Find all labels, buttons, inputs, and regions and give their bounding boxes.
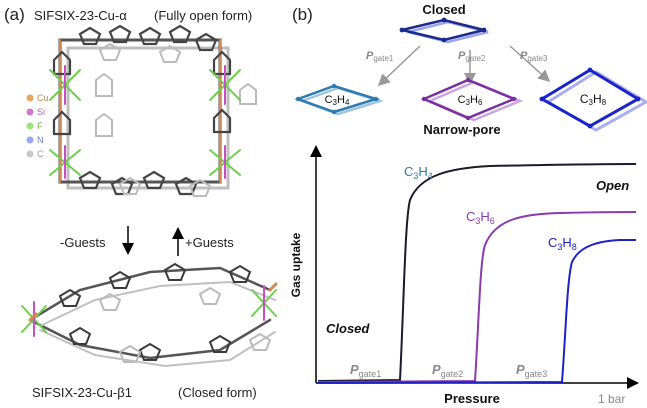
c3h4-box-label: C3H4 [325, 94, 350, 107]
closed-region-label: Closed [326, 321, 370, 336]
c3h4-curve-label: C3H4 [404, 164, 433, 181]
gate1-top-label: Pgate1 [366, 50, 394, 63]
open-region-label: Open [596, 178, 629, 193]
x-axis-label: Pressure [444, 391, 500, 406]
legend-dot-c [26, 150, 34, 158]
legend-label-c: C [37, 149, 44, 159]
gate3-plot-label: Pgate3 [516, 362, 547, 379]
top-structure-form: (Fully open form) [154, 8, 252, 23]
c3h8-curve-label: C3H8 [548, 235, 577, 252]
panel-a-label: (a) [4, 5, 25, 24]
c3h6-isotherm [317, 211, 637, 383]
c3h8-rhombus: C3H8 [539, 67, 647, 132]
legend-label-f: F [37, 121, 43, 131]
bottom-structure-title: SIFSIX-23-Cu-β1 [32, 385, 132, 400]
c3h4-rhombus: C3H4 [294, 83, 385, 116]
c3h6-rhombus: C3H6 [420, 77, 524, 122]
closed-rhombus [399, 17, 489, 44]
legend-dot-cu [26, 94, 34, 102]
legend-dot-f [26, 122, 34, 130]
legend-label-cu: Cu [37, 93, 49, 103]
c3h8-box-label: C3H8 [580, 92, 607, 107]
top-structure-title: SIFSIX-23-Cu-α [34, 8, 127, 23]
narrow-pore-title: Narrow-pore [423, 122, 500, 137]
element-legend: Cu Si F N C [26, 93, 49, 159]
remove-guests-label: -Guests [60, 235, 106, 250]
add-guests-label: +Guests [185, 235, 234, 250]
gate2-top-label: Pgate2 [458, 50, 486, 63]
legend-dot-si [26, 108, 34, 116]
panel-b-label: (b) [292, 5, 313, 24]
bottom-structure-form: (Closed form) [178, 385, 257, 400]
c3h6-box-label: C3H6 [458, 94, 483, 107]
y-axis-label: Gas uptake [289, 232, 303, 297]
c3h8-isotherm [317, 239, 636, 384]
gate1-arrow [377, 45, 421, 87]
closed-state-title: Closed [422, 2, 465, 17]
legend-label-si: Si [37, 107, 45, 117]
open-framework-structure [49, 24, 257, 197]
c3h4-isotherm [317, 163, 637, 382]
legend-label-n: N [37, 135, 44, 145]
gate1-plot-label: Pgate1 [350, 362, 381, 379]
gate2-plot-label: Pgate2 [432, 362, 463, 379]
x-axis-end-label: 1 bar [598, 392, 625, 406]
gate3-top-label: Pgate3 [520, 50, 548, 63]
legend-dot-n [26, 136, 34, 144]
gate3-arrow [509, 45, 551, 83]
c3h6-curve-label: C3H6 [466, 209, 495, 226]
closed-framework-structure [21, 262, 278, 368]
